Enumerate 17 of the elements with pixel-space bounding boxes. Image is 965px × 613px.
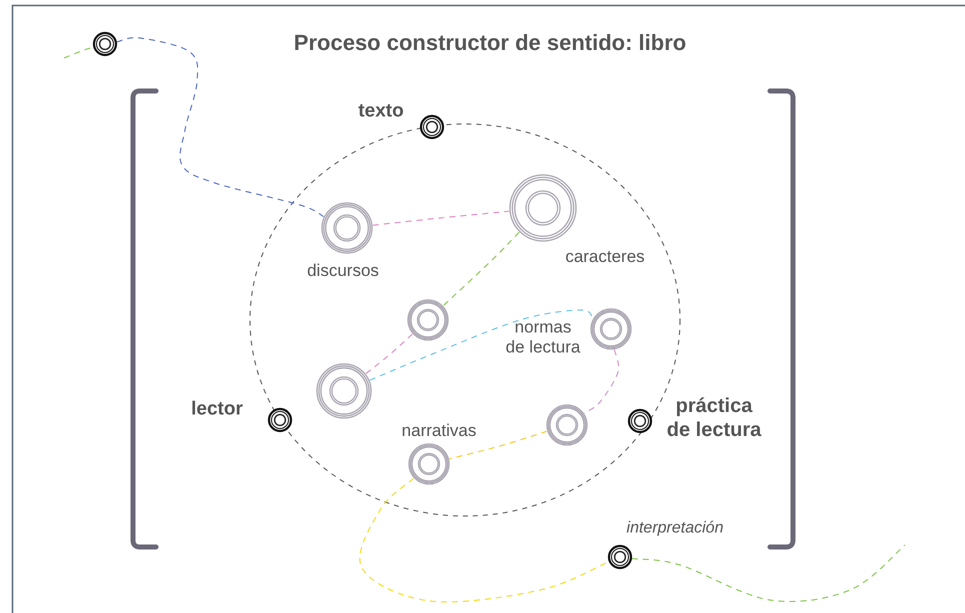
node-label: narrativas (402, 420, 476, 442)
dashed-connector (116, 37, 324, 218)
node-label: lector (191, 398, 243, 422)
node-label: caracteres (565, 246, 645, 268)
node-label: texto (358, 100, 404, 124)
dashed-connector (448, 430, 548, 460)
node-label: normas de lectura (504, 318, 582, 358)
node-label: interpretación (626, 518, 724, 538)
dashed-connector (442, 232, 520, 306)
dashed-connector (372, 210, 510, 226)
node-label: discursos (307, 260, 379, 282)
dashed-connector (631, 544, 906, 602)
dashed-connector (365, 334, 413, 374)
dashed-connector (584, 349, 620, 414)
title: Proceso constructor de sentido: libro (294, 30, 686, 56)
node-label: práctica de lectura (666, 394, 762, 442)
dashed-connector (369, 310, 594, 381)
